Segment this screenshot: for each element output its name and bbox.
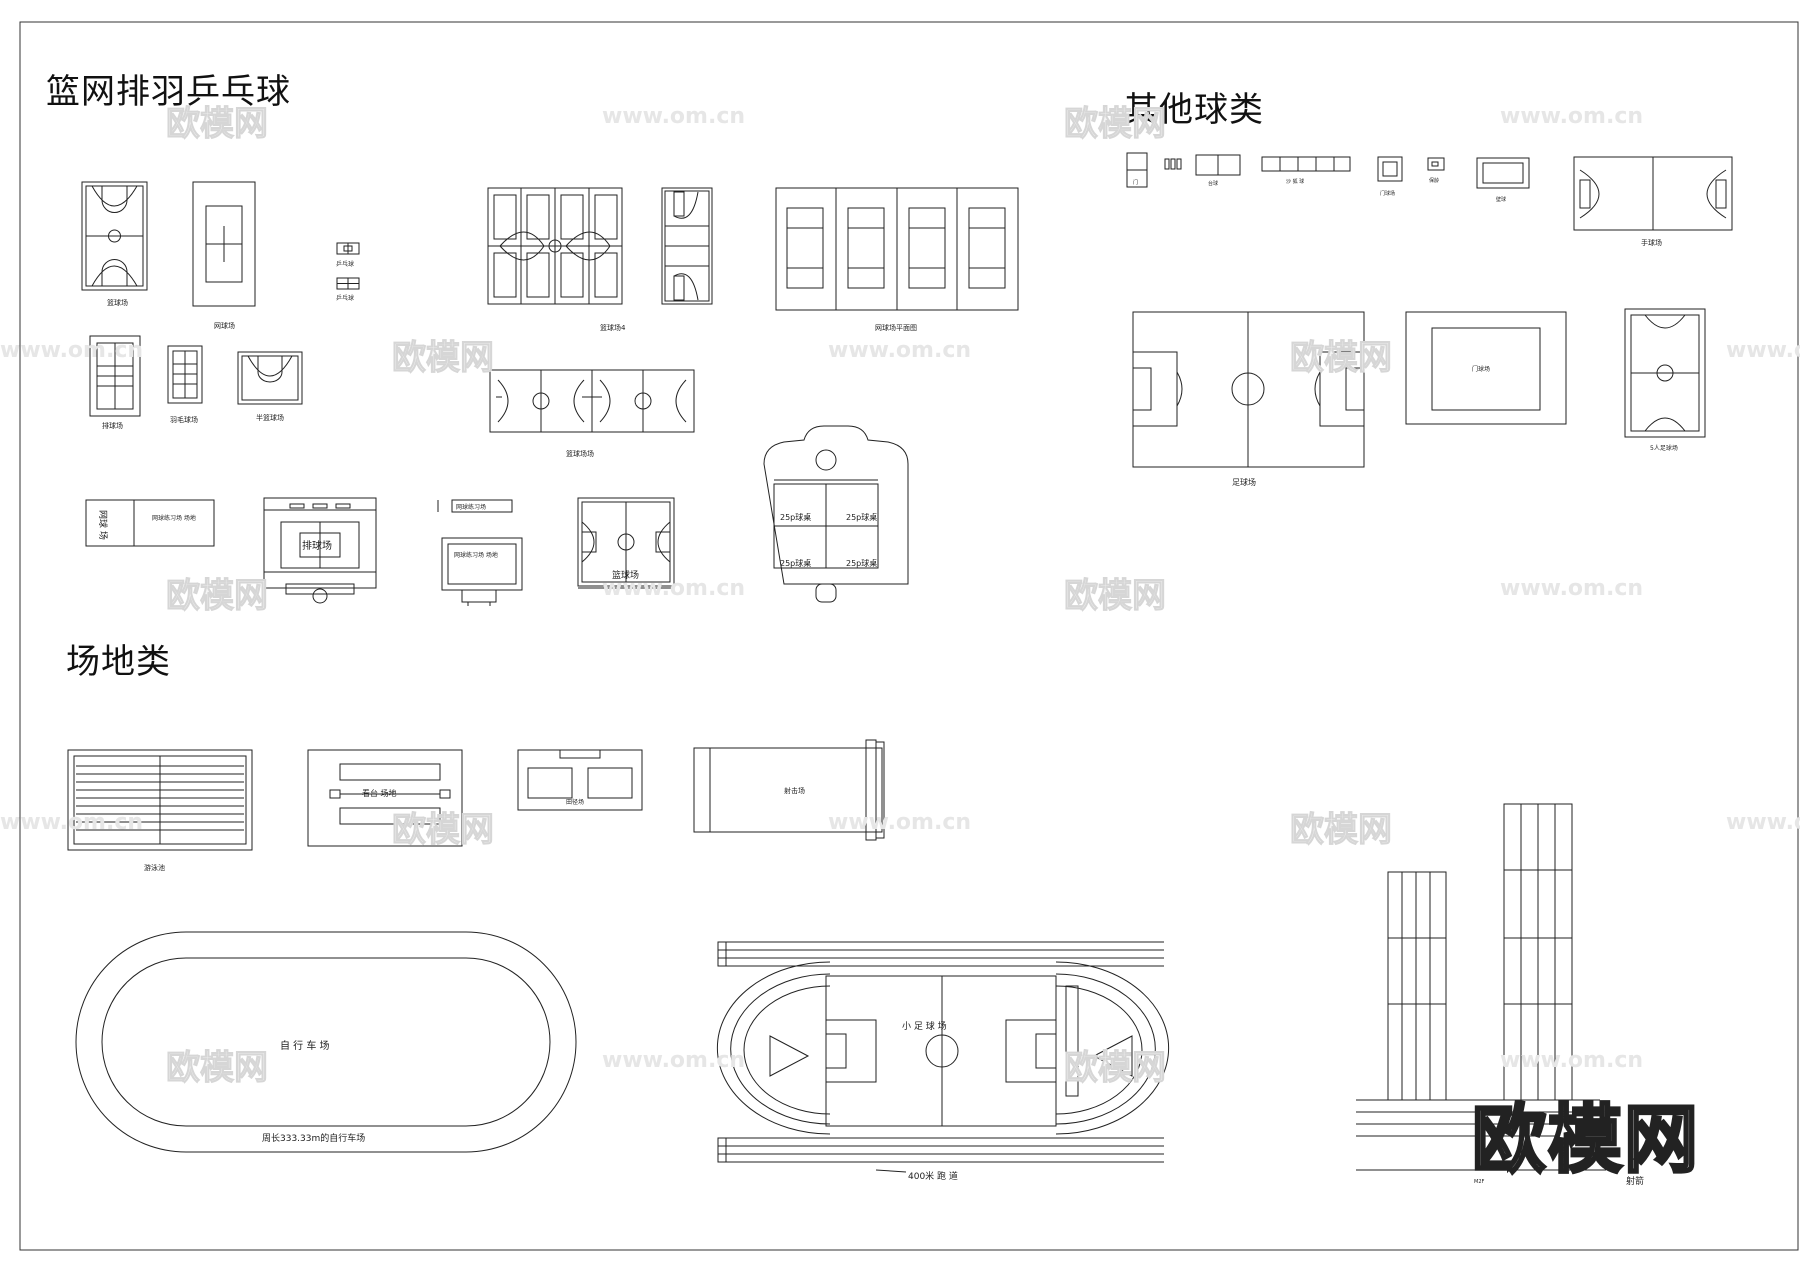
svg-text:羽毛球场: 羽毛球场 [170,415,198,424]
brand-logo: 欧模网 [1471,1096,1700,1185]
svg-text:网球场平面图: 网球场平面图 [875,323,917,332]
velodrome: 自 行 车 场 周长333.33m的自行车场 [75,931,577,1153]
bleachers: 看台 场地 [307,749,463,847]
svg-text:周长333.33m的自行车场: 周长333.33m的自行车场 [262,1132,365,1144]
svg-text:乒乓球: 乒乓球 [336,260,354,268]
tennis-practice: 网球 场 网球练习场 场地 [85,499,215,547]
tennis-practice-2: 网球练习场 网球练习场 场地 [437,499,523,606]
basketball-row: 篮球场场 [489,369,695,458]
svg-text:门: 门 [1133,179,1138,186]
ping-pong-room: 25p球桌 25p球桌 25p球桌 25p球桌 [763,425,909,603]
basketball-court: 篮球场 [81,181,148,307]
basketball-combo-grid: 篮球场4 [487,187,626,332]
tennis-label: 网球场 [214,321,235,330]
basketball-court-stand: 篮球场 [577,497,675,589]
swimming-pool: 游泳池 [67,749,253,872]
svg-text:5人足球场: 5人足球场 [1650,444,1678,452]
svg-text:网球练习场 场地: 网球练习场 场地 [152,514,196,522]
svg-text:台球: 台球 [1208,180,1218,187]
svg-text:田径场: 田径场 [566,798,584,806]
basketball-double-court [661,187,713,305]
svg-text:M2F: M2F [1474,1179,1484,1185]
svg-text:排球场: 排球场 [302,539,332,552]
football-field: 足球场 [1132,311,1365,487]
svg-text:篮球场场: 篮球场场 [566,449,594,458]
other-small-items: 门 台球 沙 狐 球 门球场 保龄 壁球 [1126,152,1530,203]
section-title-ball-courts: 篮网排羽乒乓球 [46,72,291,112]
volleyball-mid: 排球场 [263,497,377,604]
tennis-four-courts: 网球场平面图 [775,187,1019,332]
archery-range: M2F 射箭 [1356,803,1644,1187]
svg-text:沙 狐 球: 沙 狐 球 [1286,178,1304,185]
table-tennis-small: 乒乓球 乒乓球 [336,242,360,302]
svg-text:网球练习场 场地: 网球练习场 场地 [454,551,498,559]
svg-text:看台 场地: 看台 场地 [362,788,397,798]
volleyball-small: 排球场 [89,335,141,430]
sheet-border [19,21,1799,1251]
svg-text:自 行 车 场: 自 行 车 场 [280,1039,330,1052]
svg-text:小 足 球 场: 小 足 球 场 [902,1020,947,1032]
basketball-label: 篮球场 [107,298,128,307]
badminton-court: 羽毛球场 [167,345,203,424]
svg-text:25p球桌: 25p球桌 [846,558,877,568]
svg-text:射箭: 射箭 [1626,1175,1644,1187]
tennis-court: 网球场 [192,181,256,330]
svg-text:手球场: 手球场 [1641,238,1662,247]
svg-text:25p球桌: 25p球桌 [846,512,877,522]
running-field-small: 田径场 [517,749,643,811]
svg-text:400米 跑 道: 400米 跑 道 [908,1170,958,1182]
svg-text:壁球: 壁球 [1496,196,1506,203]
shooting-range: 射击场 [693,739,885,841]
svg-text:保龄: 保龄 [1429,177,1439,184]
svg-text:半篮球场: 半篮球场 [256,413,284,422]
gate-ball-court: 门球场 [1405,311,1567,425]
half-basketball-court: 半篮球场 [237,351,303,422]
svg-text:篮球场4: 篮球场4 [600,323,626,332]
futsal-court: 5人足球场 [1624,308,1706,452]
svg-text:门球场: 门球场 [1380,190,1395,197]
svg-text:篮球场: 篮球场 [612,569,639,581]
svg-text:排球场: 排球场 [102,421,123,430]
running-track: 小 足 球 场 400米 跑 道 [716,941,1170,1182]
svg-text:25p球桌: 25p球桌 [780,512,811,522]
svg-text:25p球桌: 25p球桌 [780,558,811,568]
svg-text:足球场: 足球场 [1232,477,1256,487]
svg-text:网球 场: 网球 场 [97,510,109,540]
svg-text:乒乓球: 乒乓球 [336,294,354,302]
section-title-other-balls: 其他球类 [1124,90,1264,130]
svg-text:网球练习场: 网球练习场 [456,503,486,511]
section-title-venues: 场地类 [66,642,171,682]
svg-text:射击场: 射击场 [784,786,805,795]
svg-text:门球场: 门球场 [1472,365,1490,373]
svg-text:游泳池: 游泳池 [144,863,165,872]
handball-court: 手球场 [1573,156,1733,247]
